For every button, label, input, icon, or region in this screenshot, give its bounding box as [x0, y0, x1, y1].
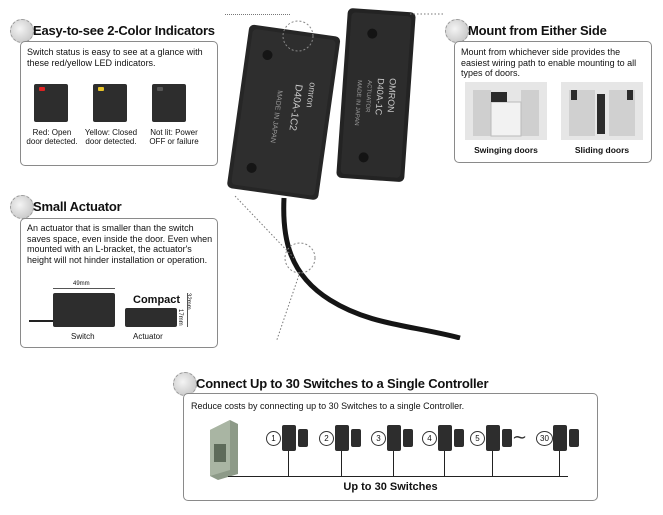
drop-wire: [341, 451, 342, 476]
indicators-title: Easy-to-see 2-Color Indicators: [33, 23, 215, 38]
leader-line: [225, 14, 290, 15]
dim-width-line: [53, 288, 115, 289]
switch-diagram: [53, 293, 115, 327]
product-photo: omron D40A-1C2 MADE IN JAPAN OMRON D40A-…: [227, 8, 461, 340]
actuator-label: Actuator: [133, 332, 163, 341]
drop-wire: [444, 451, 445, 476]
drop-wire: [393, 451, 394, 476]
actuator-word-text: ACTUATOR: [364, 80, 372, 113]
switch-unit: [387, 425, 401, 451]
actuator-text: An actuator that is smaller than the swi…: [27, 223, 213, 265]
switch-unlit-led-image: [152, 84, 186, 122]
switch-brand-text: omron: [304, 82, 317, 109]
switch-number: 4: [422, 431, 437, 446]
indicators-text: Switch status is easy to see at a glance…: [27, 47, 203, 68]
actuator-unit: [454, 429, 464, 447]
actuator-unit: [569, 429, 579, 447]
ellipsis-tilde: ∼: [512, 427, 528, 447]
switch-number: 3: [371, 431, 386, 446]
actuator-unit: [502, 429, 512, 447]
connect-footer: Up to 30 Switches: [343, 481, 438, 493]
switch-number: 5: [470, 431, 485, 446]
bus-wire: [228, 476, 568, 477]
actuator-unit: [403, 429, 413, 447]
state-red-label: Red: Open door detected.: [26, 128, 78, 146]
actuator-box: An actuator that is smaller than the swi…: [20, 218, 218, 348]
indicators-box: Switch status is easy to see at a glance…: [20, 41, 218, 166]
switch-unit: [335, 425, 349, 451]
mount-text: Mount from whichever side provides the e…: [461, 47, 637, 78]
switch-label: Switch: [71, 332, 95, 341]
dim-width-label: 49mm: [73, 281, 90, 287]
section-bullet: [10, 19, 34, 43]
switch-red-led-image: [34, 84, 68, 122]
sliding-door-image: [561, 82, 643, 140]
mount-box: Mount from whichever side provides the e…: [454, 41, 652, 163]
actuator-diagram: [125, 308, 177, 327]
mount-title: Mount from Either Side: [468, 23, 607, 38]
sliding-doors-label: Sliding doors: [574, 145, 630, 155]
actuator-unit: [351, 429, 361, 447]
controller-image: [210, 420, 238, 480]
switch-yellow-led-image: [93, 84, 127, 122]
swinging-doors-label: Swinging doors: [474, 145, 538, 155]
section-bullet: [10, 195, 34, 219]
dim-height1-label: 32mm: [185, 293, 191, 310]
switch-unit: [282, 425, 296, 451]
switch-unit: [438, 425, 452, 451]
switch-cable: [29, 320, 53, 322]
drop-wire: [559, 451, 560, 476]
dim-height2-label: 17mm: [177, 309, 183, 326]
switch-number: 1: [266, 431, 281, 446]
connect-text: Reduce costs by connecting up to 30 Swit…: [191, 401, 465, 411]
swinging-door-image: [465, 82, 547, 140]
drop-wire: [492, 451, 493, 476]
state-yellow-label: Yellow: Closed door detected.: [84, 128, 138, 146]
actuator-unit: [298, 429, 308, 447]
actuator-brand-text: OMRON: [386, 78, 398, 113]
connect-box: Reduce costs by connecting up to 30 Swit…: [183, 393, 598, 501]
switch-unit: [486, 425, 500, 451]
switch-number: 30: [536, 431, 553, 446]
compact-label: Compact: [133, 294, 181, 306]
section-bullet: [445, 19, 469, 43]
state-unlit-label: Not lit: Power OFF or failure: [149, 128, 199, 146]
switch-unit: [553, 425, 567, 451]
drop-wire: [288, 451, 289, 476]
actuator-model-text: D40A-1C: [373, 78, 386, 116]
actuator-title: Small Actuator: [33, 199, 122, 214]
actuator-origin-text: MADE IN JAPAN: [353, 80, 362, 126]
connect-title: Connect Up to 30 Switches to a Single Co…: [196, 376, 489, 391]
dim-height-line: [187, 293, 188, 327]
switch-number: 2: [319, 431, 334, 446]
